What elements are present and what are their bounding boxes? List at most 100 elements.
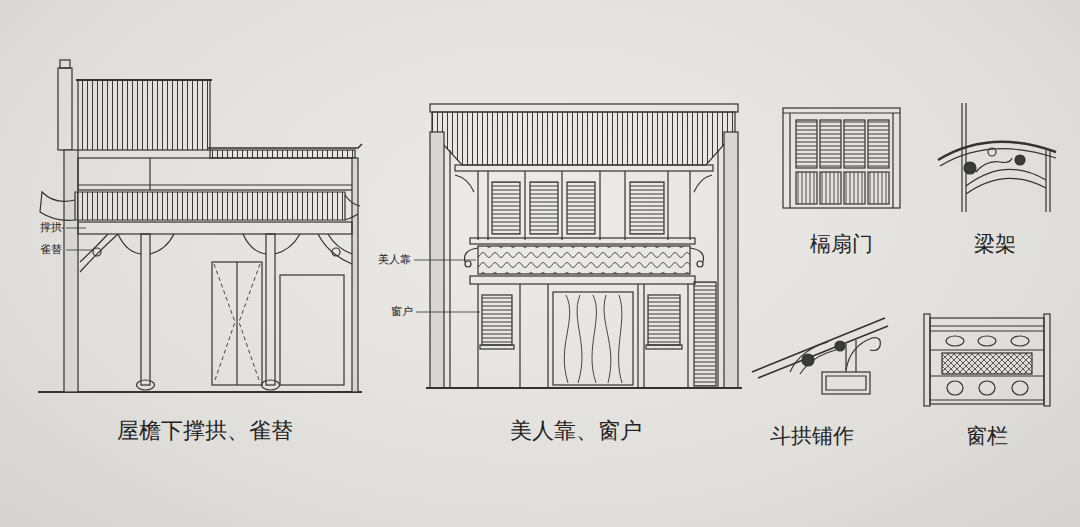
part-label: 窗户 bbox=[391, 305, 413, 318]
side-roof-cap bbox=[208, 144, 362, 148]
upper-posts bbox=[478, 171, 690, 240]
strut-bracket bbox=[318, 234, 352, 264]
eave-end bbox=[345, 195, 360, 220]
floor-beam bbox=[470, 238, 695, 244]
frame-lines bbox=[783, 113, 900, 208]
roof-ridge bbox=[430, 104, 738, 112]
window-rail-drawing bbox=[924, 314, 1050, 406]
right-wall bbox=[352, 158, 358, 392]
eave-upturn bbox=[40, 192, 75, 220]
column-base bbox=[262, 380, 280, 390]
decor-curl bbox=[976, 158, 1012, 172]
bracket-post bbox=[846, 340, 856, 372]
beam-block bbox=[822, 372, 870, 394]
part-label: 撑拱 bbox=[40, 221, 62, 234]
lower-posts bbox=[478, 284, 688, 388]
leader-stub bbox=[62, 227, 64, 228]
corner-bracket bbox=[455, 175, 712, 192]
wall-panel bbox=[280, 275, 344, 385]
bracket-block bbox=[835, 341, 845, 351]
rail-frame bbox=[930, 318, 1044, 404]
beauty-rail bbox=[478, 246, 690, 274]
eave-board bbox=[455, 165, 713, 171]
figure-caption: 美人靠、窗户 bbox=[510, 418, 642, 444]
rail-post bbox=[924, 314, 930, 406]
post bbox=[1046, 150, 1050, 212]
column bbox=[141, 234, 150, 385]
staircase bbox=[694, 282, 716, 386]
rail-ornament bbox=[978, 336, 996, 346]
sparrow-brace bbox=[118, 234, 174, 254]
bracket-curl bbox=[332, 248, 340, 256]
door-leaf-top bbox=[844, 120, 865, 168]
gable-wall bbox=[64, 150, 78, 392]
purlin bbox=[988, 148, 996, 156]
rail-curl bbox=[465, 261, 471, 267]
window-sill bbox=[646, 345, 682, 349]
door-leaf-top bbox=[796, 120, 817, 168]
upper-window bbox=[530, 182, 558, 234]
figure-caption: 槅扇门 bbox=[810, 232, 873, 257]
rail-end bbox=[465, 248, 704, 262]
upper-window bbox=[630, 182, 664, 234]
arched-beam bbox=[966, 169, 1046, 194]
inner-post bbox=[450, 150, 718, 388]
strut-bracket bbox=[80, 234, 118, 272]
left-elevation bbox=[38, 60, 362, 392]
rail-ornament bbox=[1011, 336, 1029, 346]
rail-ornament bbox=[946, 336, 964, 346]
upper-window bbox=[492, 182, 520, 234]
wood-grain bbox=[564, 295, 622, 383]
lattice-panel bbox=[942, 353, 1032, 374]
purlin bbox=[964, 162, 976, 174]
bracket-arm bbox=[790, 342, 836, 374]
bracket-set-drawing bbox=[752, 318, 888, 394]
ground-line bbox=[426, 387, 742, 389]
door-leaf-bottom bbox=[868, 172, 889, 204]
post bbox=[962, 103, 966, 212]
beam-inset bbox=[826, 376, 866, 390]
column-base bbox=[137, 380, 155, 390]
purlin bbox=[1015, 155, 1025, 165]
roof-slope bbox=[752, 318, 888, 378]
door-leaf-bottom bbox=[796, 172, 817, 204]
upper-roof bbox=[78, 80, 210, 150]
beam-frame-drawing bbox=[938, 103, 1056, 212]
door-split bbox=[236, 262, 237, 385]
main-door bbox=[553, 292, 633, 385]
upper-wall bbox=[78, 158, 355, 190]
lattice-door-drawing bbox=[783, 108, 900, 208]
part-label: 美人靠 bbox=[378, 253, 411, 266]
door-leaf-top bbox=[820, 120, 841, 168]
eave-beam bbox=[78, 222, 352, 234]
door-swing bbox=[214, 264, 260, 383]
bracket-block bbox=[802, 354, 814, 366]
figure-caption: 斗拱铺作 bbox=[770, 424, 854, 449]
rail-ornament bbox=[1012, 381, 1028, 395]
figure-caption: 窗栏 bbox=[966, 424, 1008, 449]
bracket-curl bbox=[846, 338, 880, 370]
part-label: 雀替 bbox=[40, 243, 62, 256]
side-wall bbox=[724, 132, 738, 388]
door bbox=[212, 262, 262, 385]
door-leaf-bottom bbox=[820, 172, 841, 204]
rail-ornament bbox=[947, 381, 963, 395]
leader-line bbox=[414, 260, 480, 312]
door-frame bbox=[783, 108, 900, 208]
side-roof bbox=[210, 150, 355, 158]
chimney-cap bbox=[60, 60, 70, 68]
rail-post bbox=[1044, 314, 1050, 406]
ground-line bbox=[38, 391, 362, 393]
door-leaf-bottom bbox=[844, 172, 865, 204]
roof-slope bbox=[940, 149, 1056, 166]
window-sill bbox=[480, 345, 514, 349]
roof-slope bbox=[938, 142, 1056, 160]
figure-caption: 屋檐下撑拱、雀替 bbox=[117, 418, 293, 444]
window bbox=[482, 295, 512, 345]
sparrow-brace bbox=[243, 234, 300, 254]
column bbox=[266, 234, 275, 385]
leader-line bbox=[66, 228, 92, 250]
chimney-post bbox=[58, 68, 72, 150]
